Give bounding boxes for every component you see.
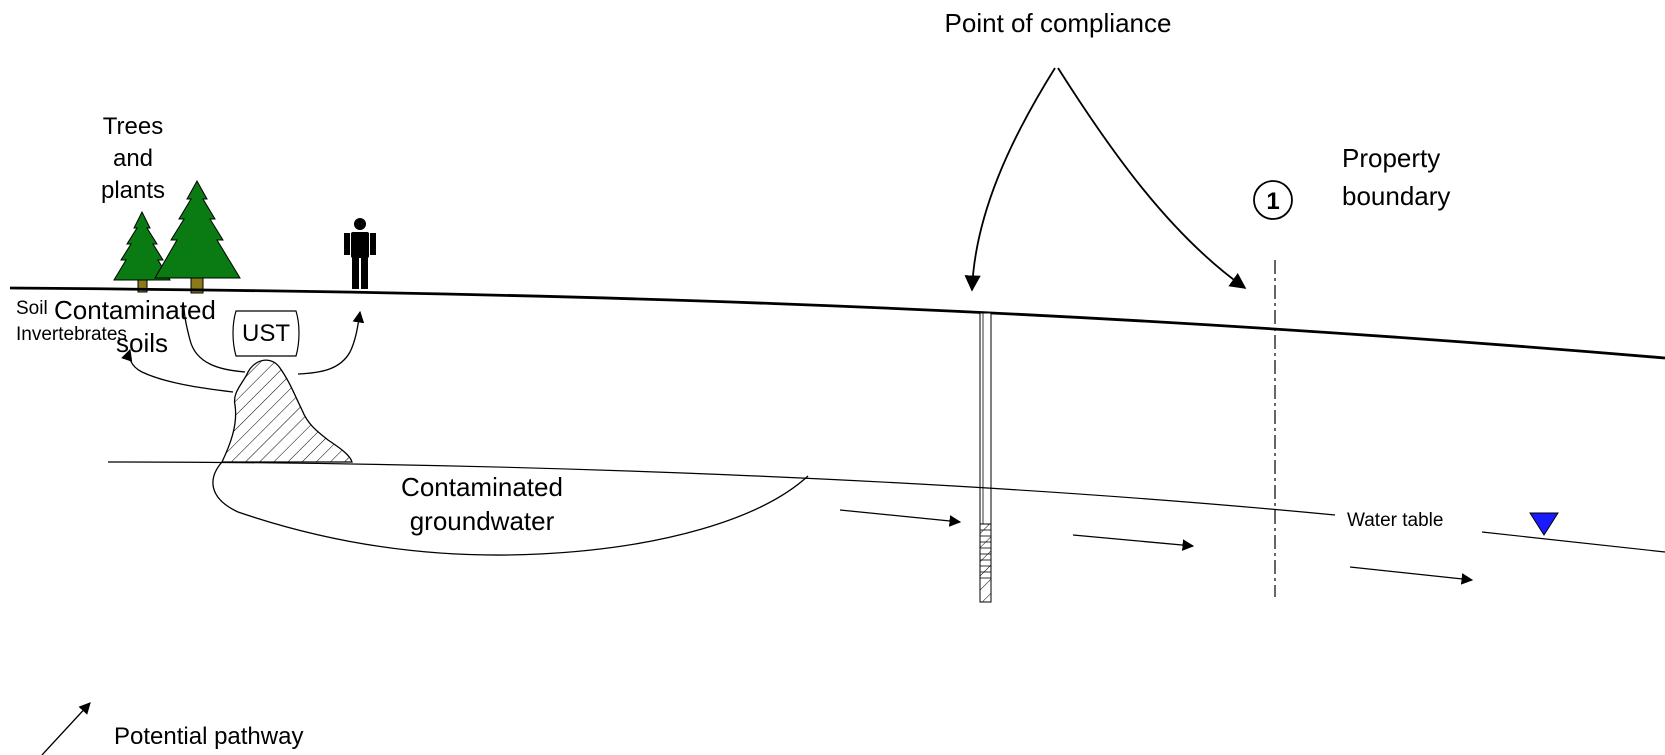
ust-tank: UST [232,310,300,357]
compliance-arrow-to-well [964,67,1056,292]
monitoring-well [979,312,992,603]
tree-small-icon [113,210,171,293]
pathway-arrow-to-invertebrates [121,348,234,393]
water-table-line [107,461,1336,516]
contaminated-soils-label-line2: soils [116,328,168,358]
trees-label-line2: and [113,145,153,172]
water-table-line-right [1481,531,1665,553]
trees-label-line1: Trees [103,113,163,140]
water-table-marker-icon [1529,512,1559,536]
water-table-label: Water table [1347,510,1443,531]
pathway-arrow-to-trees [183,305,246,373]
compliance-arrow-to-boundary [1057,67,1247,289]
pathway-arrow-to-person [297,310,365,375]
invertebrates-label: Invertebrates [16,324,127,345]
boundary-marker: 1 [1253,180,1293,220]
contaminated-groundwater-plume [212,461,809,556]
point-of-compliance-label: Point of compliance [945,8,1172,38]
contaminated-soils-label-line1: Contaminated [54,295,216,325]
property-label-line2: boundary [1342,181,1450,211]
legend-pathway-label: Potential pathway [114,723,303,750]
contaminated-groundwater-label-line2: groundwater [410,506,555,536]
tree-large-icon [154,179,241,294]
person-icon [344,218,376,289]
ust-label: UST [242,320,290,347]
boundary-marker-number: 1 [1266,188,1279,215]
gw-flow-arrow-1 [839,509,962,527]
legend-pathway-arrow [41,702,91,755]
ground-surface-line [9,286,1665,360]
contaminated-groundwater-label-line1: Contaminated [401,472,563,502]
gw-flow-arrow-2 [1072,534,1195,551]
soil-label: Soil [16,298,48,319]
legend: Potential pathway [41,702,303,755]
property-label-line1: Property [1342,143,1440,173]
trees-label-line3: plants [101,177,165,204]
gw-flow-arrow-3 [1349,566,1474,585]
contaminated-soil-plume [220,359,353,463]
